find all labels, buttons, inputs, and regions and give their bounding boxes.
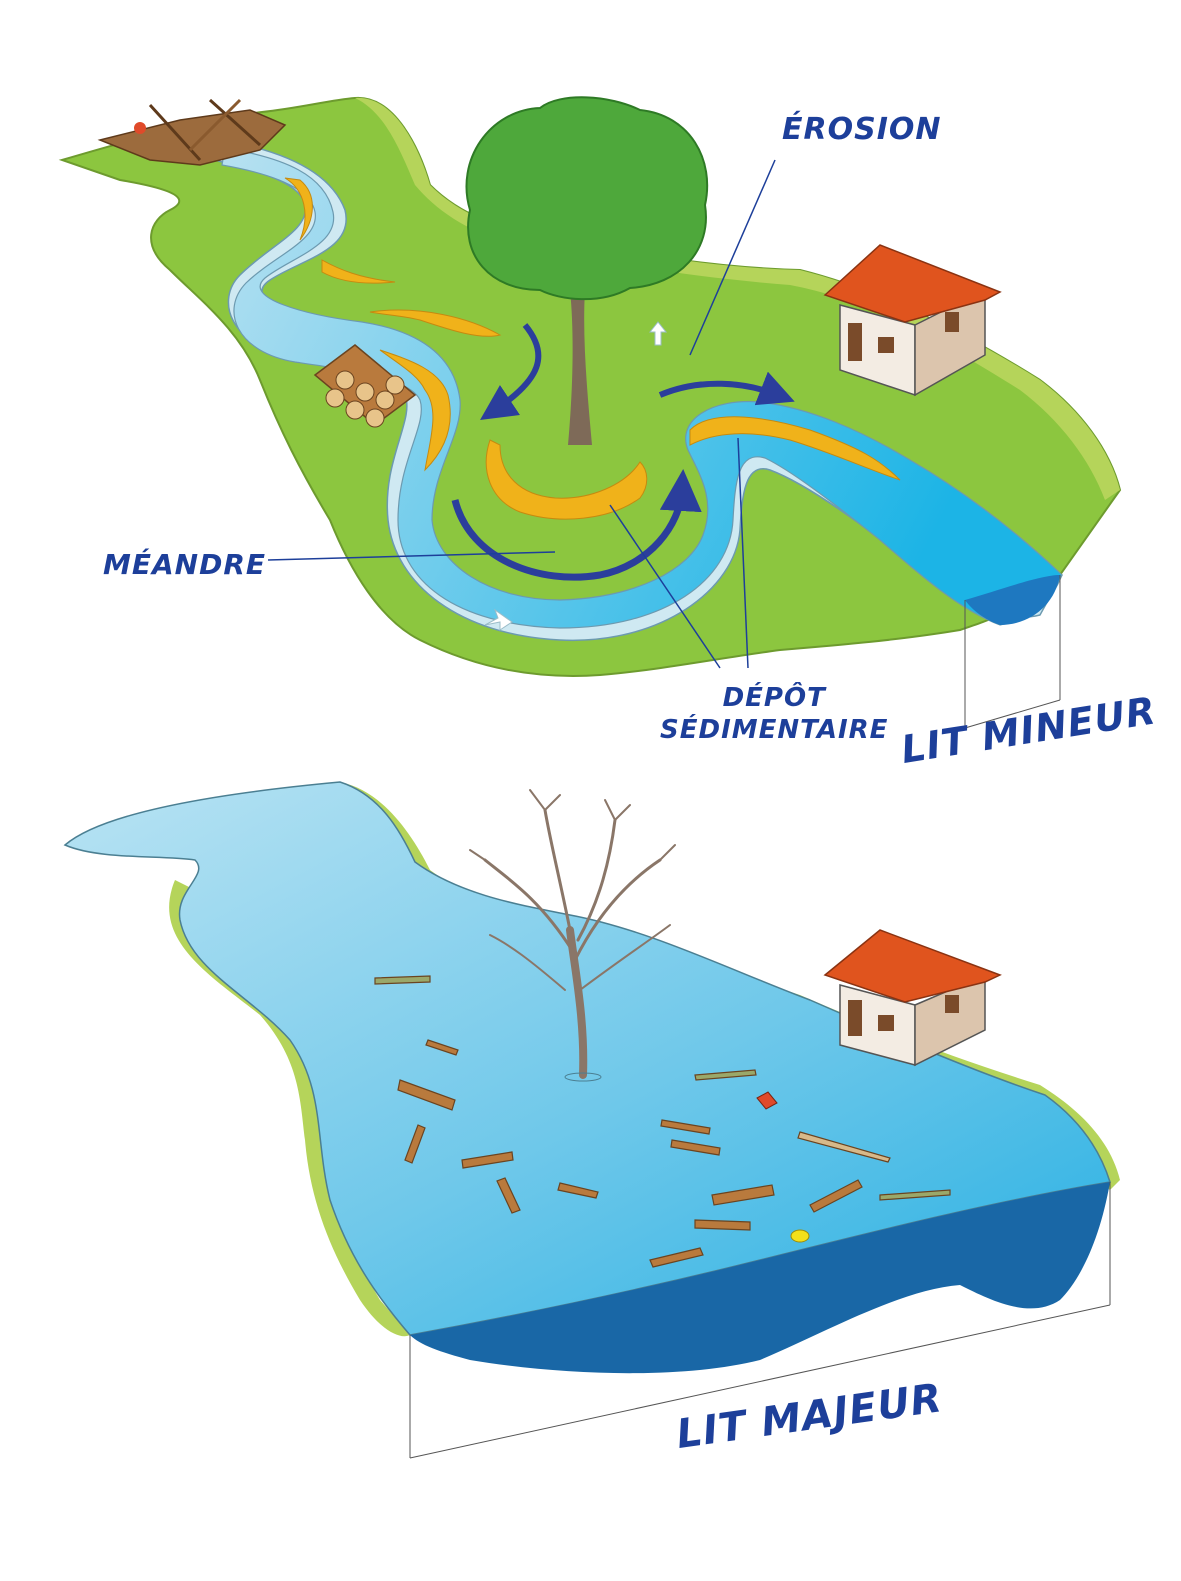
label-depot-sedimentaire: DÉPÔT SÉDIMENTAIRE — [660, 682, 888, 746]
label-erosion: ÉROSION — [782, 112, 941, 147]
bottom-scene — [65, 782, 1120, 1458]
top-scene — [62, 97, 1120, 728]
house-bottom — [825, 930, 1000, 1065]
floating-ball — [791, 1230, 809, 1242]
label-meandre: MÉANDRE — [103, 548, 266, 581]
label-depot-line1: DÉPÔT — [660, 682, 888, 714]
label-depot-line2: SÉDIMENTAIRE — [660, 714, 888, 746]
